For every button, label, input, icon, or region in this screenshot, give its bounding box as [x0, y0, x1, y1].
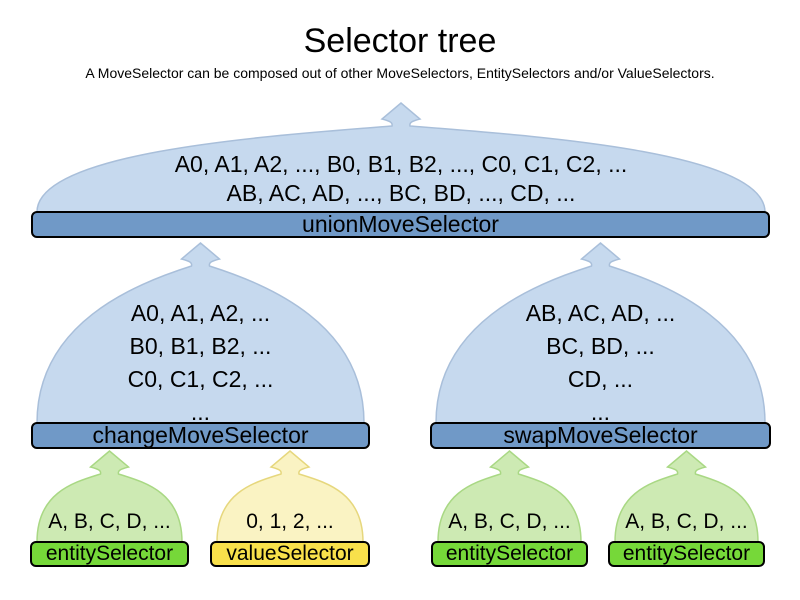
- swap-move-selector-balloon-arrow-up-icon: [435, 242, 766, 424]
- entity-selector-3-bar: entitySelector: [608, 541, 765, 567]
- swap-items-line: CD, ...: [567, 366, 634, 392]
- change-move-selector-balloon-arrow-up-icon: [36, 242, 365, 424]
- union-items-line: A0, A1, A2, ..., B0, B1, B2, ..., C0, C1…: [174, 151, 628, 177]
- page-subtitle: A MoveSelector can be composed out of ot…: [85, 65, 715, 81]
- union-items-line: AB, AC, AD, ..., BC, BD, ..., CD, ...: [226, 180, 576, 206]
- union-move-selector-balloon-arrow-up-icon: [36, 102, 766, 213]
- entity-selector-2-items: A, B, C, D, ...: [431, 509, 588, 535]
- entity-selector-1-items: A, B, C, D, ...: [30, 509, 189, 535]
- change-move-selector-items: A0, A1, A2, ... B0, B1, B2, ... C0, C1, …: [31, 297, 370, 429]
- entity-selector-1-bar: entitySelector: [30, 541, 189, 567]
- entity-items-line: A, B, C, D, ...: [448, 510, 571, 533]
- value-selector-bar: valueSelector: [210, 541, 370, 567]
- union-move-selector-items: A0, A1, A2, ..., B0, B1, B2, ..., C0, C1…: [37, 150, 765, 208]
- entity-selector-1-balloon-arrow-up-icon: [36, 450, 183, 543]
- entity-selector-3-items: A, B, C, D, ...: [608, 509, 765, 535]
- change-items-line: B0, B1, B2, ...: [129, 333, 272, 359]
- swap-items-line: ...: [590, 399, 611, 425]
- entity-items-line: A, B, C, D, ...: [625, 510, 748, 533]
- swap-items-line: BC, BD, ...: [546, 333, 655, 359]
- entity-selector-2-bar: entitySelector: [431, 541, 588, 567]
- change-items-line: A0, A1, A2, ...: [130, 300, 271, 326]
- change-items-line: ...: [190, 399, 211, 425]
- change-items-line: C0, C1, C2, ...: [127, 366, 274, 392]
- value-selector-balloon-arrow-up-icon: [216, 450, 364, 543]
- entity-selector-2-balloon-arrow-up-icon: [437, 450, 582, 543]
- entity-items-line: A, B, C, D, ...: [48, 510, 171, 533]
- value-selector-items: 0, 1, 2, ...: [210, 509, 370, 535]
- swap-move-selector-items: AB, AC, AD, ... BC, BD, ... CD, ... ...: [430, 297, 771, 429]
- swap-items-line: AB, AC, AD, ...: [525, 300, 676, 326]
- swap-move-selector-bar: swapMoveSelector: [430, 422, 771, 449]
- change-move-selector-bar: changeMoveSelector: [31, 422, 370, 449]
- union-move-selector-bar: unionMoveSelector: [31, 211, 770, 238]
- page-title: Selector tree: [303, 22, 497, 60]
- entity-selector-3-balloon-arrow-up-icon: [614, 450, 759, 543]
- value-items-line: 0, 1, 2, ...: [246, 510, 334, 533]
